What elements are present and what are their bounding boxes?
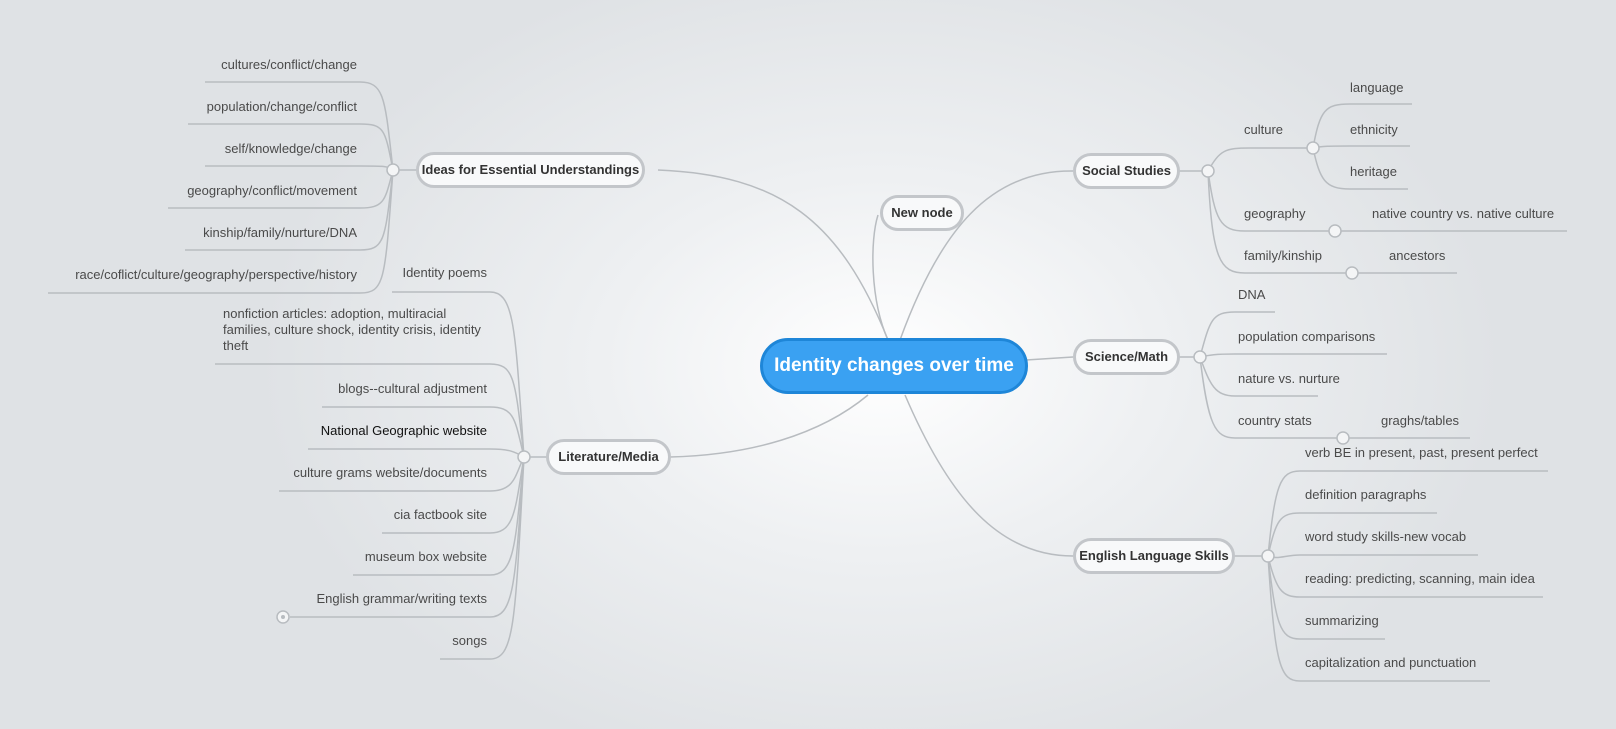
culture-node[interactable]: ethnicity (1350, 122, 1398, 137)
english-node[interactable]: summarizing (1305, 613, 1379, 628)
social-node-culture[interactable]: culture (1244, 122, 1284, 137)
grammar-expand-dot-inner (281, 615, 285, 619)
english-node[interactable]: capitalization and punctuation (1305, 655, 1477, 670)
idea-node[interactable]: geography/conflict/movement (187, 183, 357, 198)
link-social (899, 170, 1074, 341)
ideas-collapse-dot (386, 163, 400, 177)
literature-node[interactable]: songs (452, 633, 487, 648)
literature-node[interactable]: Identity poems (402, 265, 487, 280)
literature-node[interactable]: blogs--cultural adjustment (338, 381, 487, 396)
geography-node[interactable]: native country vs. native culture (1372, 206, 1555, 221)
literature-node[interactable]: culture grams website/documents (293, 465, 487, 480)
country-stats-collapse-dot (1336, 431, 1350, 445)
link-science (1025, 356, 1074, 361)
social-node-geography[interactable]: geography (1244, 206, 1306, 221)
geography-collapse-dot (1328, 224, 1342, 238)
literature-node[interactable]: National Geographic website (320, 423, 487, 438)
literature-node[interactable]: English grammar/writing texts (316, 591, 488, 606)
idea-node[interactable]: kinship/family/nurture/DNA (203, 225, 357, 240)
family-collapse-dot (1345, 266, 1359, 280)
culture-collapse-dot (1306, 141, 1320, 155)
literature-node[interactable]: cia factbook site (393, 507, 487, 522)
family-node[interactable]: ancestors (1389, 248, 1446, 263)
english-collapse-dot (1261, 549, 1275, 563)
social-collapse-dot (1201, 164, 1215, 178)
literature-node[interactable]: museum box website (364, 549, 487, 564)
science-node[interactable]: nature vs. nurture (1238, 371, 1340, 386)
topic-social-studies[interactable]: Social Studies (1073, 153, 1180, 189)
english-node[interactable]: word study skills-new vocab (1305, 529, 1467, 544)
link-ideas (657, 169, 889, 341)
literature-node[interactable]: nonfiction articles: adoption, multiraci… (223, 306, 481, 353)
science-collapse-dot (1193, 350, 1207, 364)
english-node[interactable]: verb BE in present, past, present perfec… (1305, 445, 1538, 460)
topic-literature-media[interactable]: Literature/Media (546, 439, 671, 475)
idea-node[interactable]: self/knowledge/change (224, 141, 357, 156)
english-node[interactable]: definition paragraphs (1305, 487, 1427, 502)
literature-collapse-dot (517, 450, 531, 464)
idea-node[interactable]: race/coflict/culture/geography/perspecti… (75, 267, 357, 282)
idea-node[interactable]: population/change/conflict (206, 99, 357, 114)
link-english (904, 394, 1074, 557)
culture-node[interactable]: language (1350, 80, 1404, 95)
link-literature (669, 394, 869, 458)
idea-node[interactable]: cultures/conflict/change (221, 57, 357, 72)
english-node[interactable]: reading: predicting, scanning, main idea (1305, 571, 1535, 586)
culture-node[interactable]: heritage (1350, 164, 1397, 179)
topic-science-math[interactable]: Science/Math (1073, 339, 1180, 375)
link-new-node (872, 214, 889, 341)
social-node-family[interactable]: family/kinship (1244, 248, 1323, 263)
science-node[interactable]: country stats (1238, 413, 1312, 428)
science-node[interactable]: population comparisons (1238, 329, 1376, 344)
topic-ideas[interactable]: Ideas for Essential Understandings (416, 152, 645, 188)
country-stats-node[interactable]: graghs/tables (1381, 413, 1460, 428)
central-topic[interactable]: Identity changes over time (760, 338, 1028, 394)
science-node[interactable]: DNA (1238, 287, 1266, 302)
topic-english-skills[interactable]: English Language Skills (1073, 538, 1235, 574)
topic-new-node[interactable]: New node (880, 195, 964, 231)
